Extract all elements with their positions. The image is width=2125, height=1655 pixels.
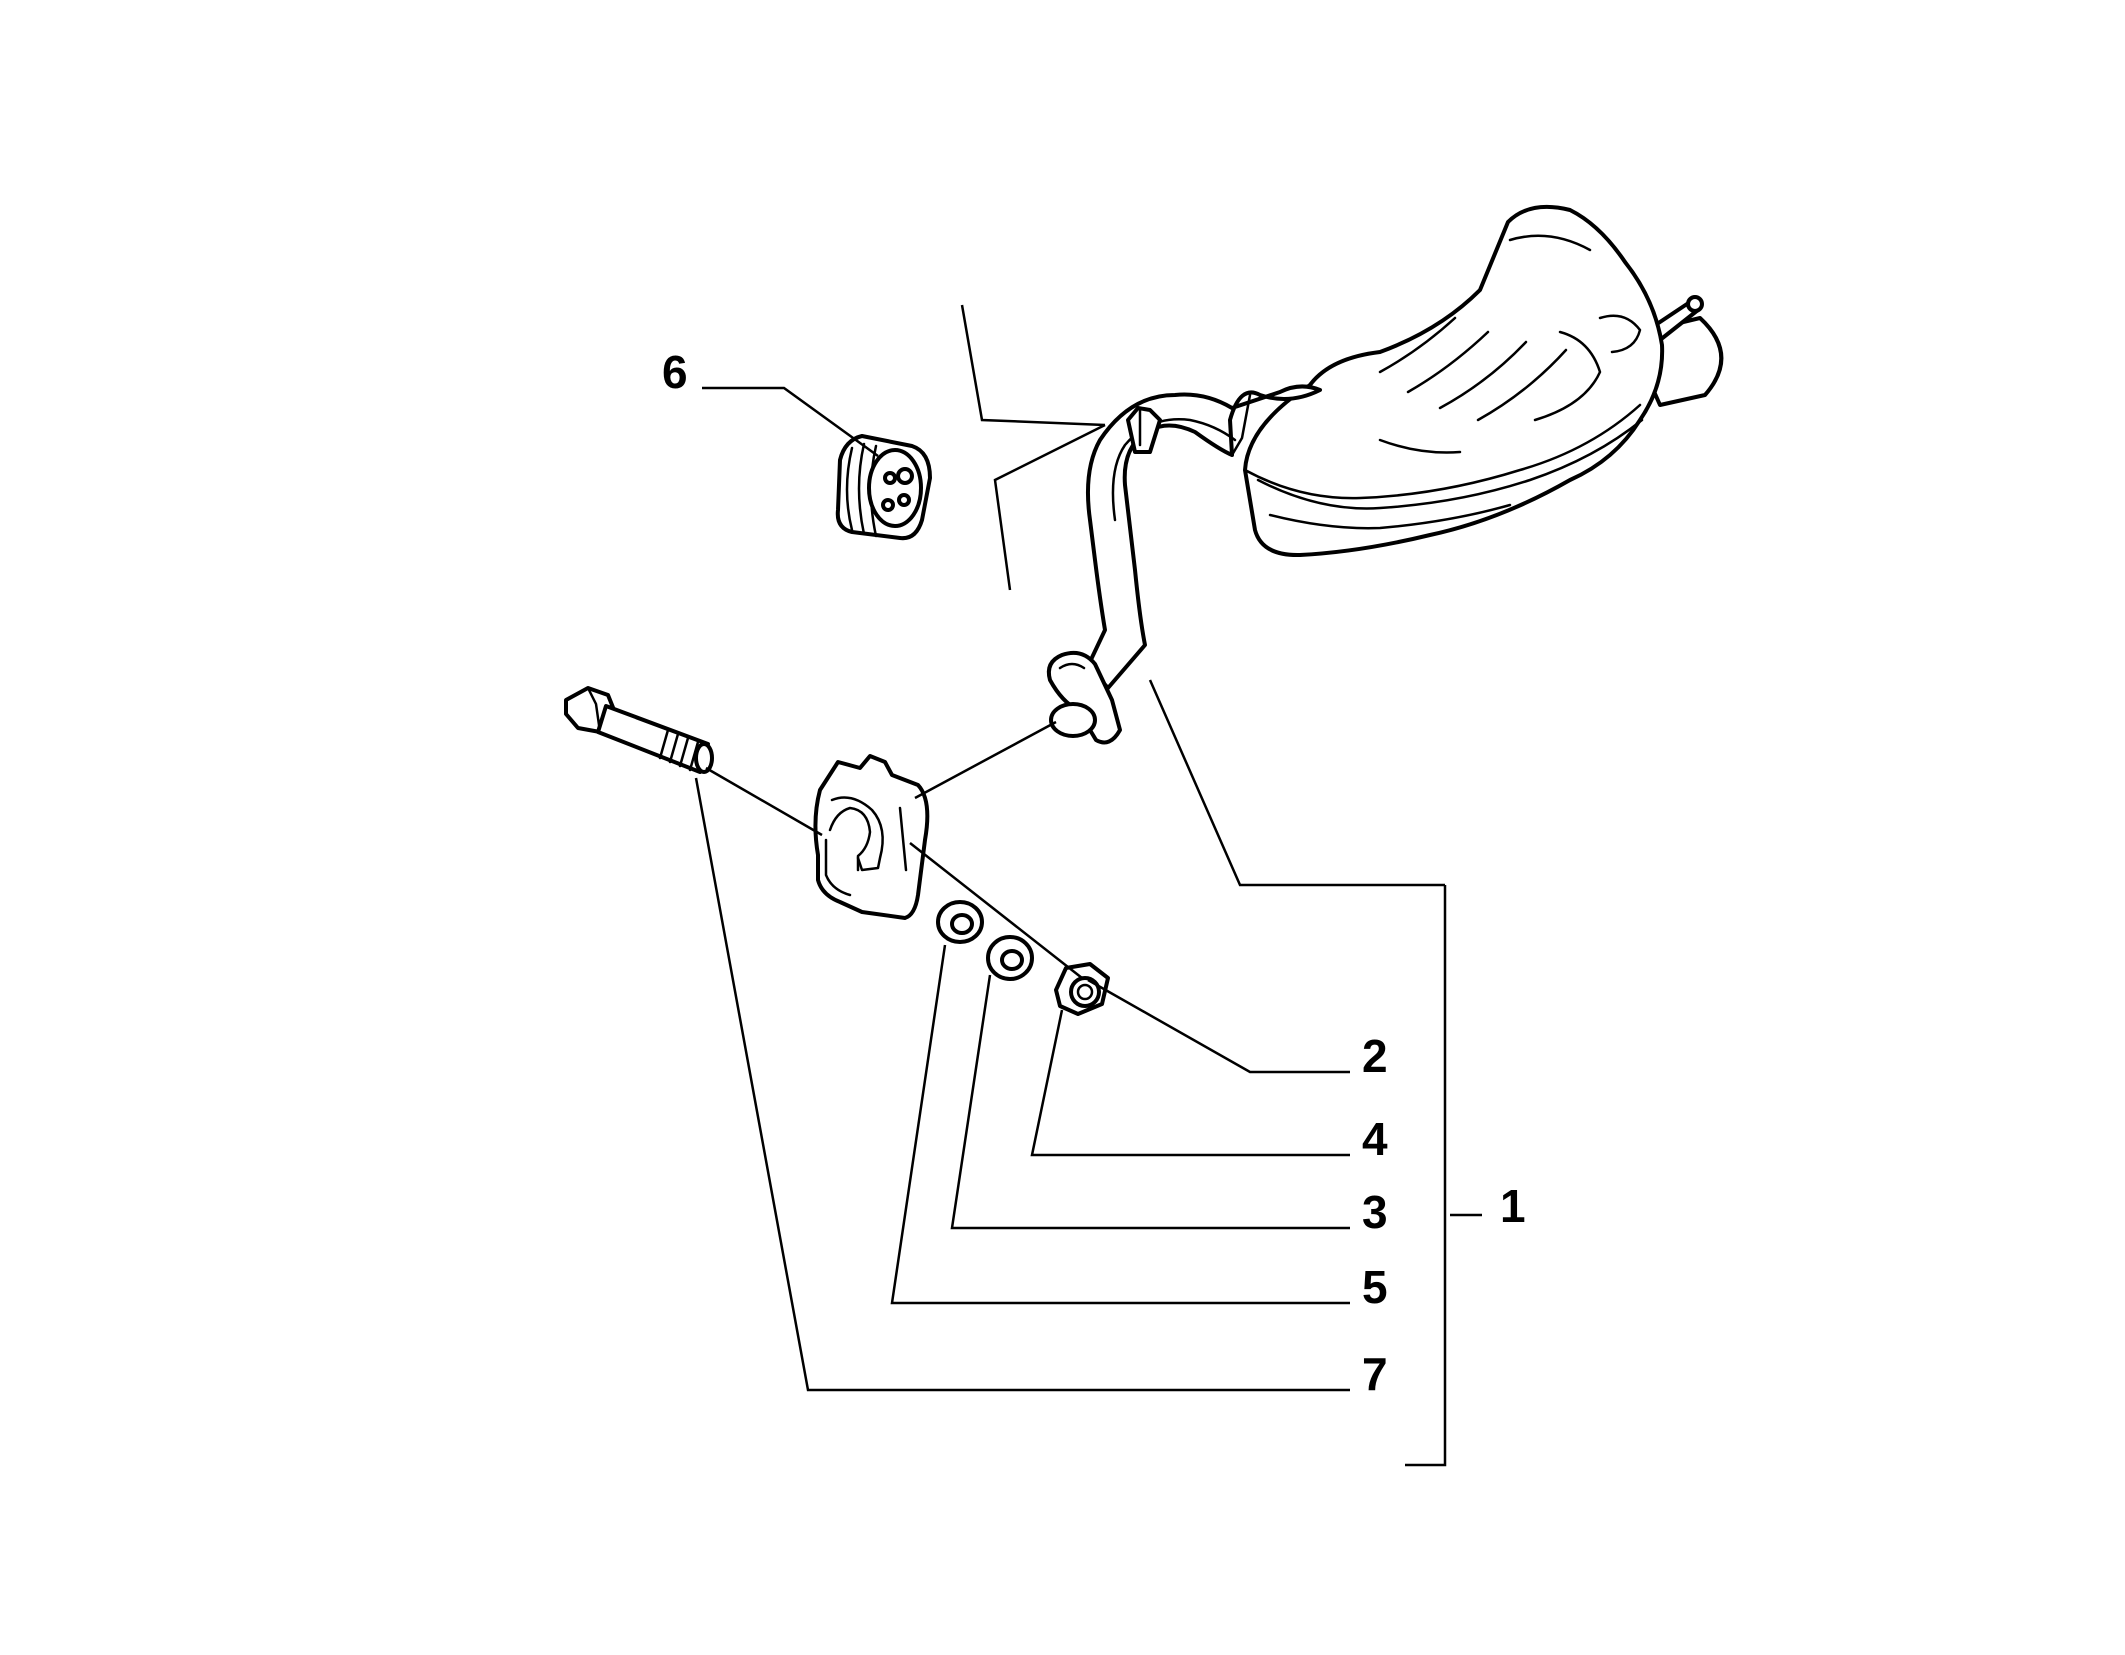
callout-leaders xyxy=(694,386,1482,1467)
nut-4 xyxy=(1054,962,1110,1016)
mounting-bolt xyxy=(564,686,714,774)
flange-gasket xyxy=(813,754,930,920)
assembly-axis-lines xyxy=(705,720,1083,979)
callout-6: 6 xyxy=(662,346,688,398)
washer-3 xyxy=(986,935,1034,981)
callout-2: 2 xyxy=(1362,1030,1388,1082)
rear-silencer xyxy=(1243,204,1724,558)
rubber-mount xyxy=(835,434,932,541)
callout-3: 3 xyxy=(1362,1186,1388,1238)
callout-1: 1 xyxy=(1500,1180,1526,1232)
inlet-pipe xyxy=(1046,384,1322,745)
callout-labels: 6 2 4 3 5 7 1 xyxy=(662,346,1526,1400)
section-cut-line xyxy=(960,304,1106,591)
callout-4: 4 xyxy=(1362,1113,1388,1165)
callout-5: 5 xyxy=(1362,1261,1388,1313)
washer-5 xyxy=(936,900,984,944)
callout-7: 7 xyxy=(1362,1348,1388,1400)
